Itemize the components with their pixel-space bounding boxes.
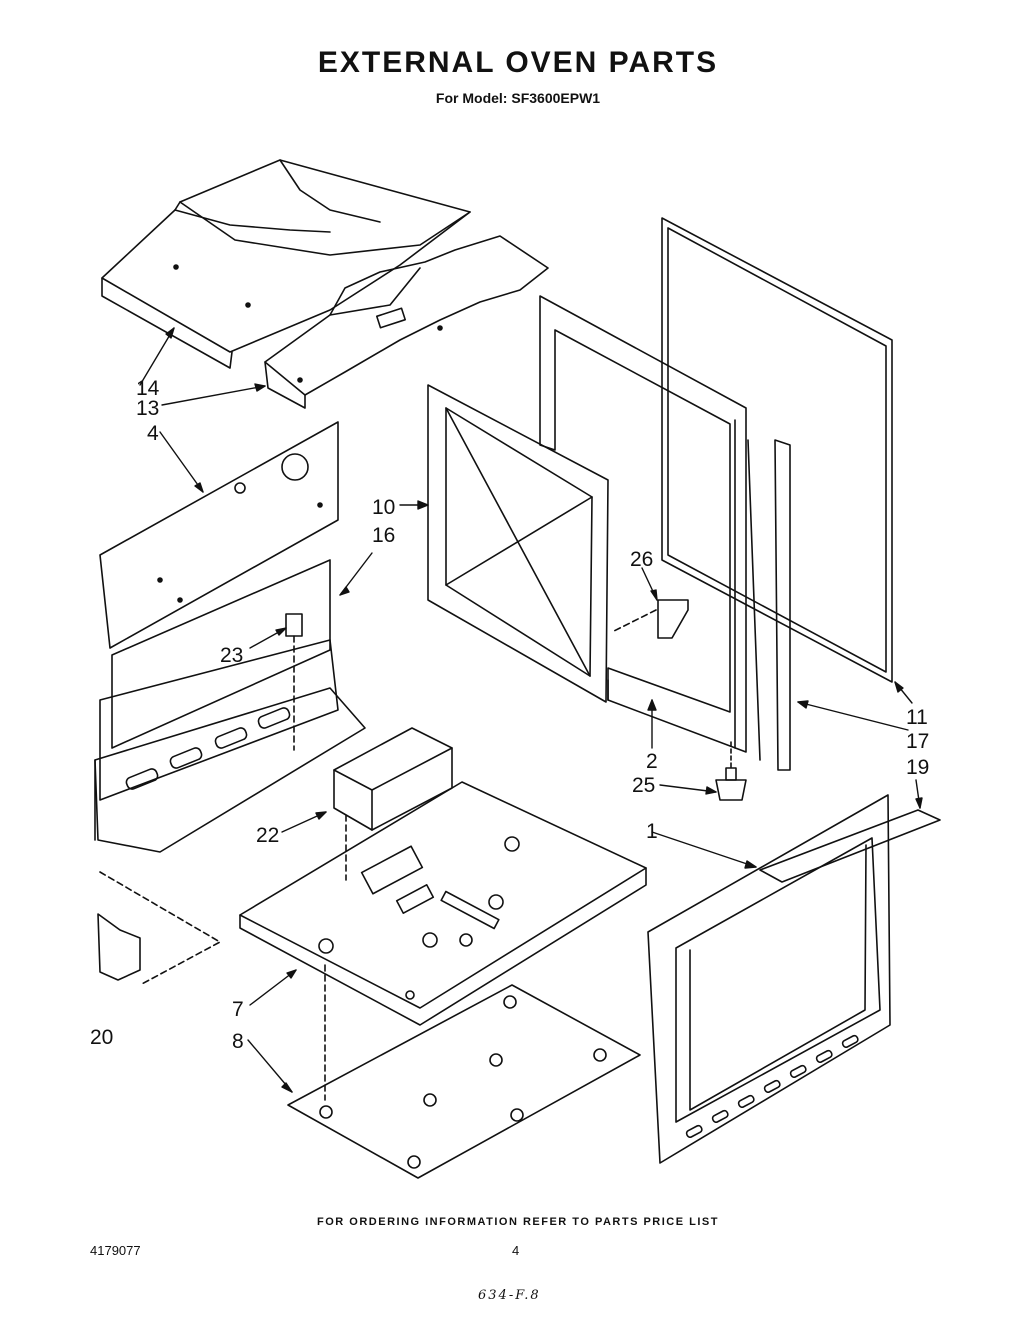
model-subtitle: For Model: SF3600EPW1: [435, 90, 601, 106]
lower-back-housing: [94, 687, 366, 853]
handwritten-note: 634-F.8: [478, 1288, 541, 1303]
part-2-door-frame: [539, 295, 747, 753]
callout-numbers: 14 13 4 10 16 26 23 2 11 17 19 25 1 22 7…: [90, 377, 929, 1053]
part-20-side-bracket: [97, 871, 221, 986]
callout-23: 23: [220, 644, 243, 667]
part-7-bottom-tray: [239, 781, 647, 1101]
leader-lines: [139, 327, 923, 1093]
page-title: EXTERNAL OVEN PARTS: [317, 46, 719, 79]
callout-11: 11: [906, 706, 928, 729]
callout-17: 17: [906, 730, 929, 753]
part-19-door-top-strip: [759, 809, 941, 883]
part-13-rear-bracket: [264, 235, 549, 409]
callout-19: 19: [906, 756, 929, 779]
document-number: 4179077: [90, 1243, 141, 1258]
part-17-trim-strip: [747, 439, 791, 771]
callout-14: 14: [136, 377, 160, 400]
callout-2: 2: [646, 750, 658, 773]
callout-1: 1: [646, 820, 658, 843]
callout-26: 26: [630, 548, 653, 571]
callout-20: 20: [90, 1026, 113, 1049]
callout-10: 10: [372, 496, 395, 519]
callout-25: 25: [632, 774, 655, 797]
callout-16: 16: [372, 524, 395, 547]
part-25-leveling-leg: [715, 741, 747, 801]
callout-4: 4: [147, 422, 159, 445]
part-11-outer-door-panel: [661, 217, 893, 683]
part-10-inner-frame: [427, 384, 609, 703]
part-26-latch-bracket: [611, 599, 689, 639]
part-16-lower-rear-panel: [99, 559, 339, 801]
page-number: 4: [512, 1243, 520, 1258]
part-22-cover-box: [333, 727, 453, 881]
callout-8: 8: [232, 1030, 244, 1053]
ordering-note: FOR ORDERING INFORMATION REFER TO PARTS …: [317, 1216, 719, 1228]
part-14-top-cover: [101, 159, 471, 369]
callout-13: 13: [136, 397, 159, 420]
part-1-oven-door: [647, 794, 891, 1164]
part-8-bottom-plate: [287, 984, 641, 1179]
part-23-small-bracket: [285, 613, 303, 751]
callout-7: 7: [232, 998, 244, 1021]
callout-22: 22: [256, 824, 279, 847]
part-4-rear-panel: [99, 421, 339, 649]
